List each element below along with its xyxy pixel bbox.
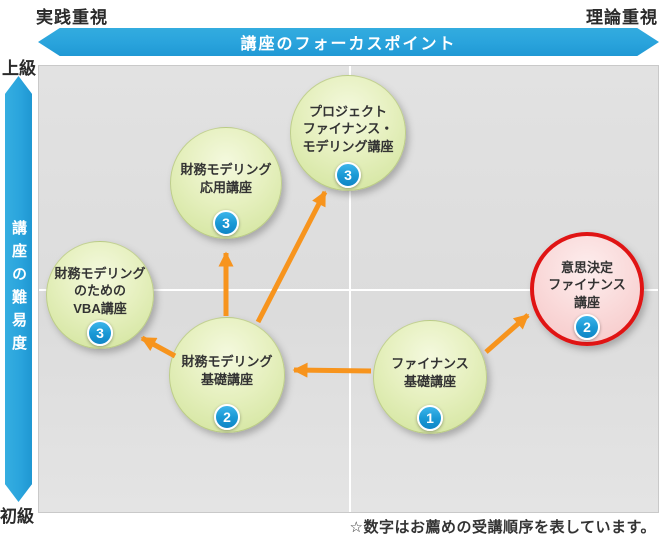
footnote: ☆数字はお薦めの受講順序を表しています。: [349, 519, 656, 536]
y-axis-bottom-label: 初級: [0, 507, 34, 526]
x-axis-left-label: 実践重視: [36, 8, 108, 27]
order-badge: 3: [87, 320, 113, 346]
order-badge: 3: [213, 210, 239, 236]
course-label: ファイナンス基礎講座: [391, 356, 469, 389]
order-badge: 2: [574, 314, 600, 340]
order-badge: 3: [335, 162, 361, 188]
x-axis-right-label: 理論重視: [586, 8, 658, 27]
y-axis-title: 講座の難易度: [10, 220, 27, 358]
course-label: 財務モデリング応用講座: [180, 162, 272, 195]
difficulty-axis-arrow: 講座の難易度: [5, 76, 32, 502]
course-label: プロジェクトファイナンス・モデリング講座: [302, 103, 394, 154]
y-axis-top-label: 上級: [2, 59, 36, 78]
horizontal-gridline: [39, 289, 658, 291]
course-node-finance-basic[interactable]: ファイナンス基礎講座 1: [373, 320, 487, 434]
order-badge: 2: [214, 404, 240, 430]
course-node-decision-finance[interactable]: 意思決定ファイナンス講座 2: [530, 232, 644, 346]
course-node-modeling-basic[interactable]: 財務モデリング基礎講座 2: [169, 317, 285, 433]
course-label: 財務モデリング基礎講座: [181, 354, 273, 387]
focus-point-banner-arrow: 講座のフォーカスポイント: [38, 28, 659, 56]
course-node-project-finance-modeling[interactable]: プロジェクトファイナンス・モデリング講座 3: [290, 75, 406, 191]
banner-title: 講座のフォーカスポイント: [240, 36, 457, 53]
course-label: 意思決定ファイナンス講座: [548, 259, 626, 310]
order-badge: 1: [417, 405, 443, 431]
course-node-modeling-advanced[interactable]: 財務モデリング応用講座 3: [170, 127, 282, 239]
